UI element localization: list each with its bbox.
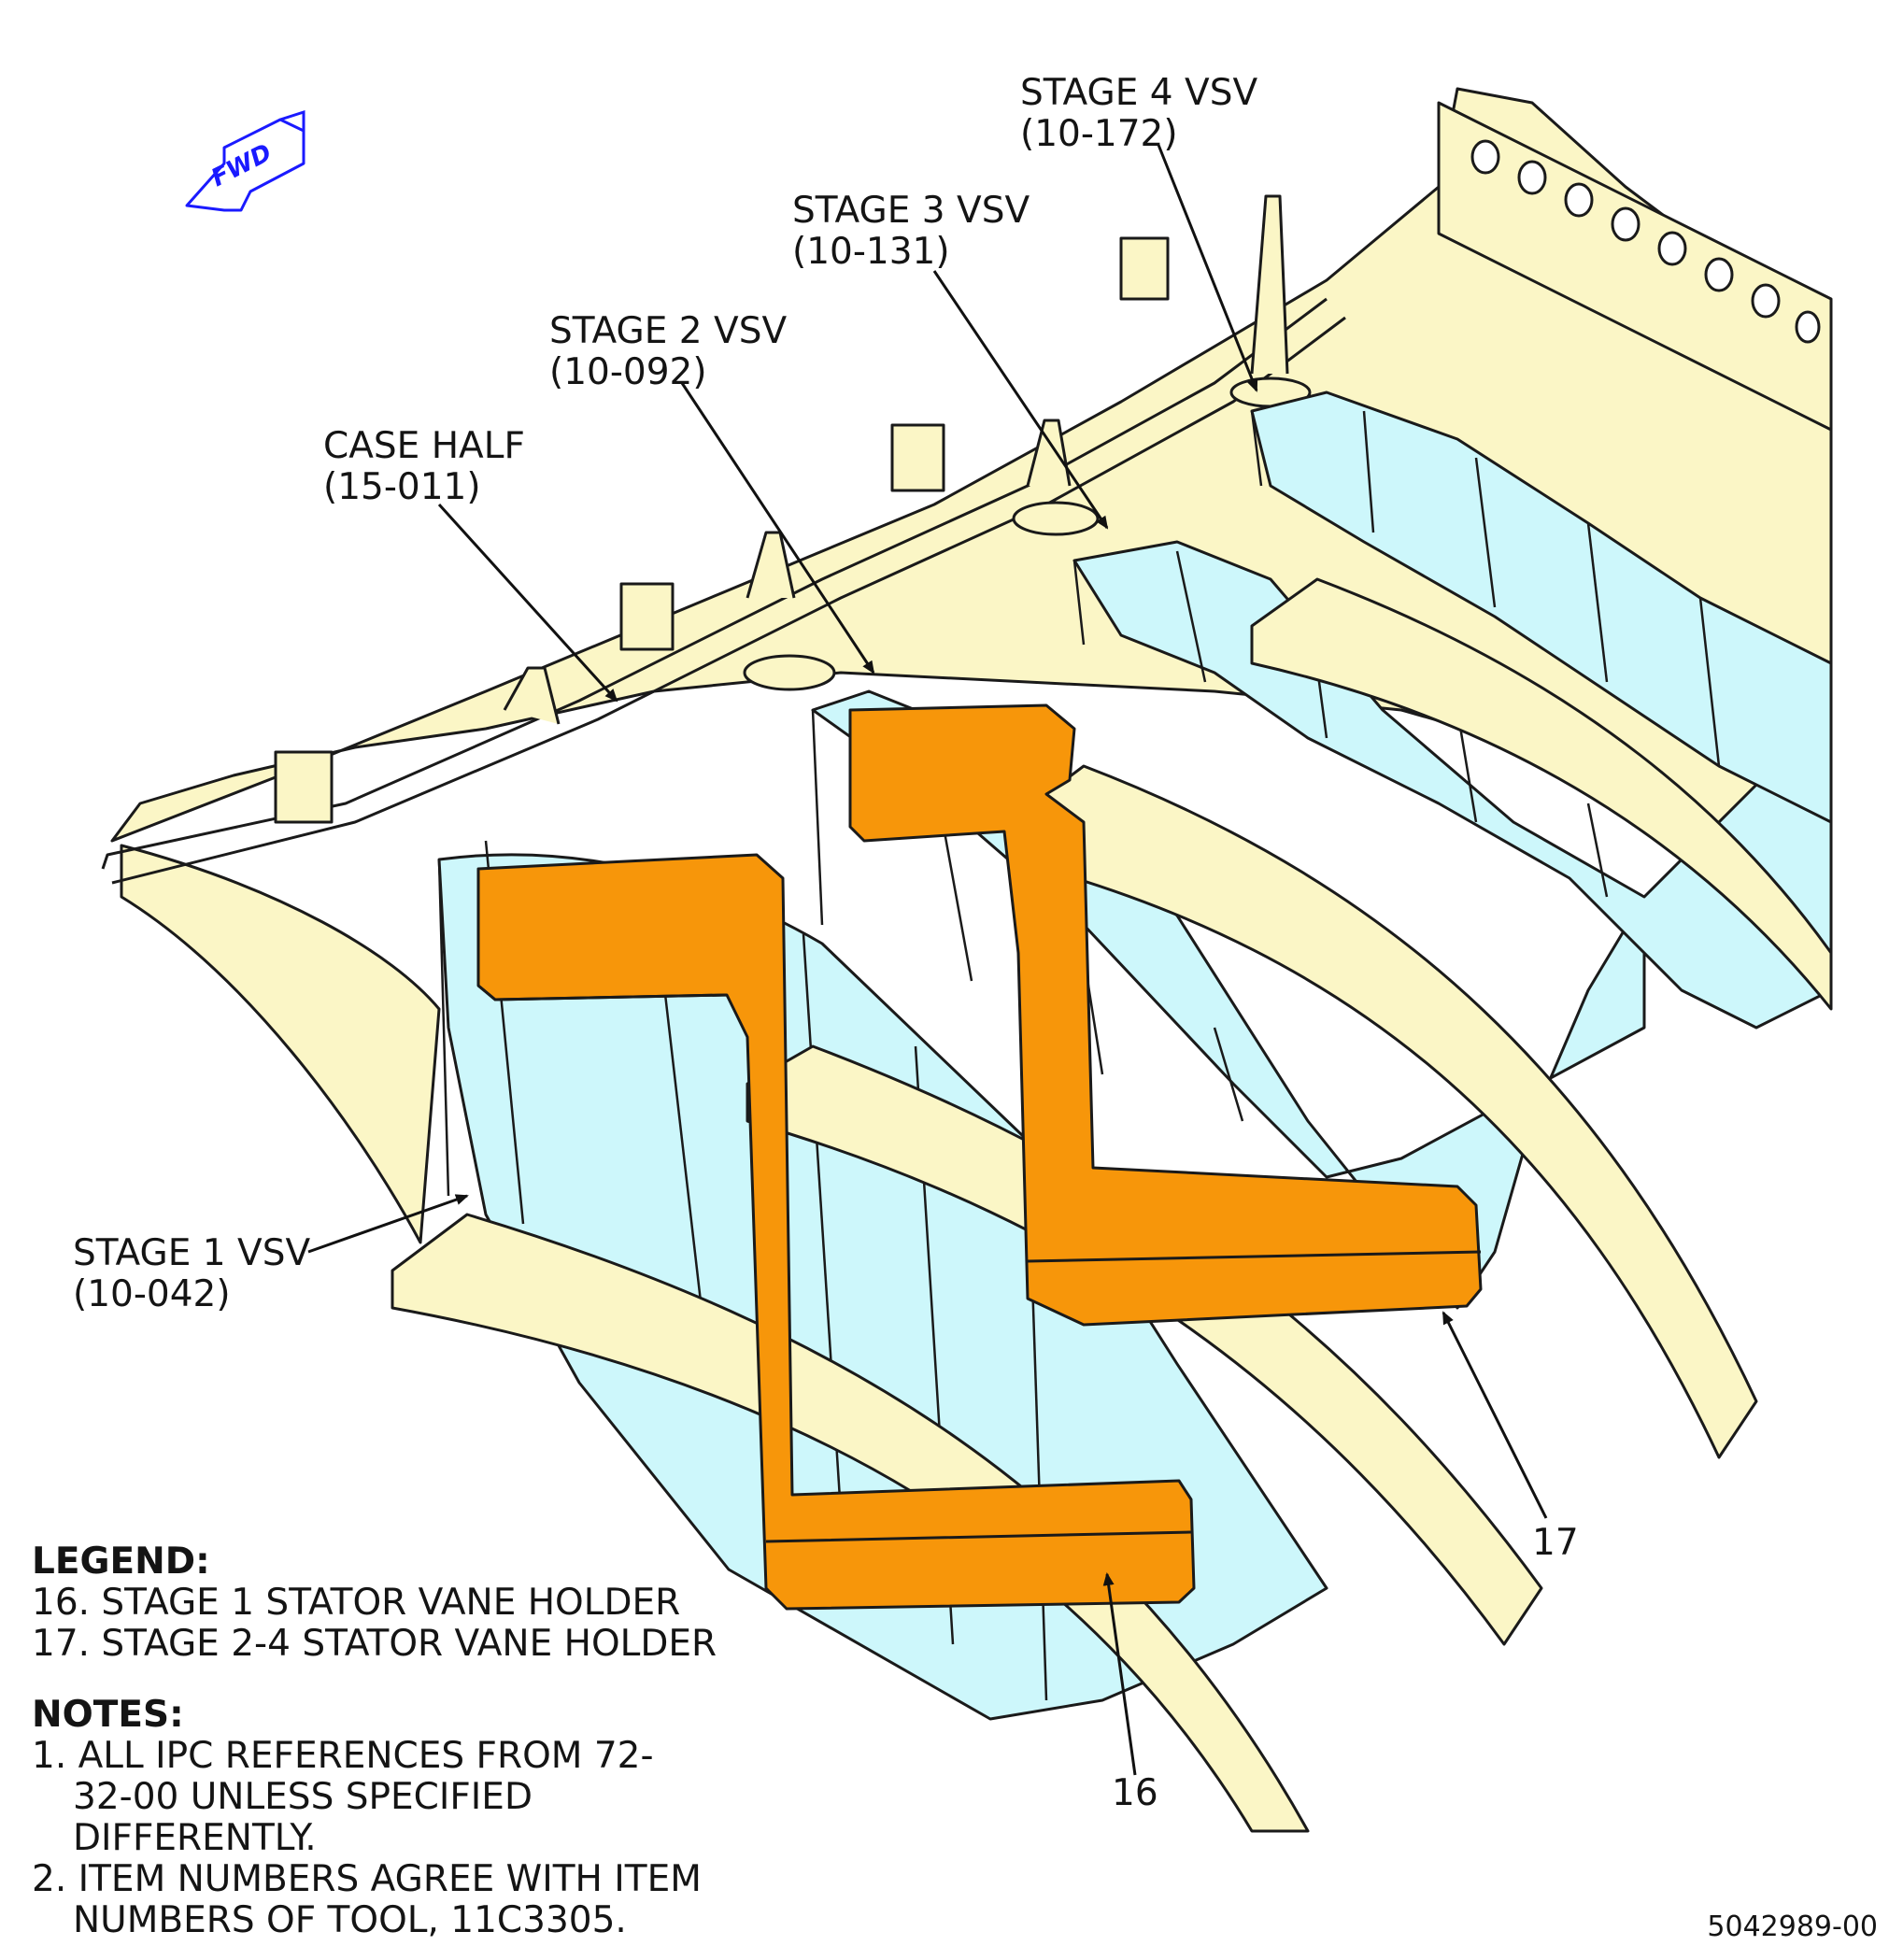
legend-heading: LEGEND: <box>32 1541 210 1583</box>
notes-heading: NOTES: <box>32 1694 184 1736</box>
callout-ref: (10-131) <box>792 231 950 273</box>
callout-stage-2-vsv: STAGE 2 VSV(10-092) <box>549 311 787 393</box>
leader-stage2 <box>680 382 875 675</box>
note-item: 1. ALL IPC REFERENCES FROM 72-32-00 UNLE… <box>32 1735 654 1859</box>
callout-title: STAGE 4 VSV <box>1020 72 1258 114</box>
leader-stage1 <box>307 1194 469 1254</box>
stage-1-stator-vane-holder <box>476 853 1196 1611</box>
legend-item: 17. STAGE 2-4 STATOR VANE HOLDER <box>32 1623 717 1665</box>
callout-title: STAGE 2 VSV <box>549 310 788 352</box>
item-number-16: 16 <box>1112 1772 1158 1814</box>
callout-case-half: CASE HALF(15-011) <box>323 426 525 508</box>
callout-ref: (10-172) <box>1020 113 1178 155</box>
legend: LEGEND: 16. STAGE 1 STATOR VANE HOLDER 1… <box>32 1541 717 1665</box>
case-ring-holes <box>1470 139 1821 344</box>
callout-title: STAGE 3 VSV <box>792 190 1030 232</box>
document-number: 5042989-00 <box>1707 1910 1878 1943</box>
leader-item16 <box>1102 1572 1137 1776</box>
leader-stage3 <box>932 270 1109 530</box>
item-number-17: 17 <box>1532 1522 1579 1564</box>
leader-lines <box>307 144 1548 1776</box>
callout-ref: (15-011) <box>323 466 481 508</box>
callout-title: STAGE 1 VSV <box>73 1232 311 1274</box>
callout-stage-4-vsv: STAGE 4 VSV(10-172) <box>1020 73 1257 155</box>
callout-ref: (10-092) <box>549 351 707 393</box>
leader-stage4 <box>1157 144 1258 392</box>
fwd-arrow-icon: FWD <box>185 109 305 212</box>
callout-ref: (10-042) <box>73 1273 231 1315</box>
legend-item: 16. STAGE 1 STATOR VANE HOLDER <box>32 1582 681 1624</box>
notes: NOTES: 1. ALL IPC REFERENCES FROM 72-32-… <box>32 1695 704 1941</box>
callout-stage-1-vsv: STAGE 1 VSV(10-042) <box>73 1233 310 1315</box>
note-item: 2. ITEM NUMBERS AGREE WITH ITEM NUMBERS … <box>32 1858 702 1941</box>
stage-2-4-stator-vane-holder <box>848 703 1483 1327</box>
leader-case <box>437 503 618 703</box>
case-half <box>101 87 1833 1244</box>
callout-title: CASE HALF <box>323 425 525 467</box>
callout-stage-3-vsv: STAGE 3 VSV(10-131) <box>792 191 1030 273</box>
leader-item17 <box>1442 1311 1548 1519</box>
